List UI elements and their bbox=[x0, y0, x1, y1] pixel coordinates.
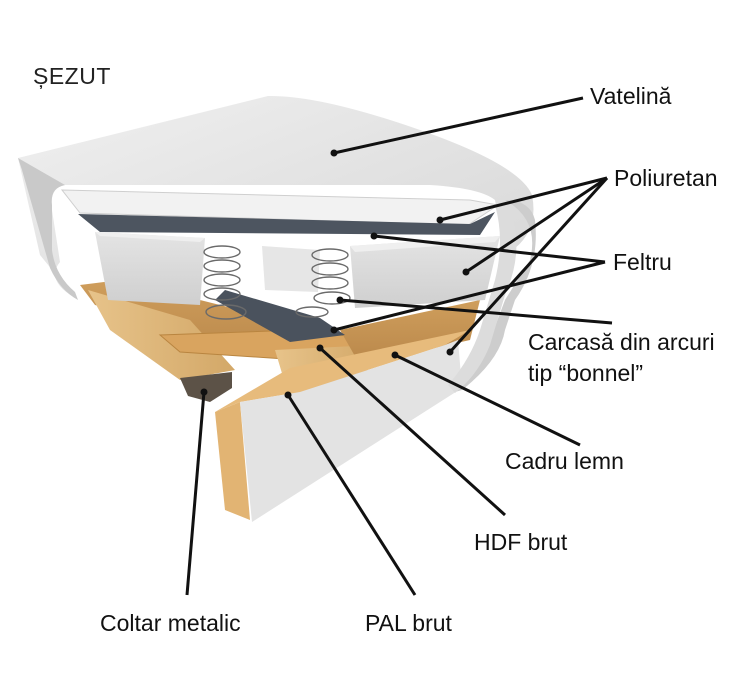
pin-poliuretan-1 bbox=[436, 216, 444, 224]
wood-frame-right bbox=[340, 300, 480, 365]
batting-top-surface bbox=[18, 95, 534, 298]
pal-board-edge-top bbox=[215, 330, 470, 412]
pin-carcasa bbox=[336, 296, 344, 304]
batting-right-flap bbox=[448, 205, 517, 393]
felt-upper-layer bbox=[78, 212, 495, 235]
pin-pal bbox=[284, 391, 292, 399]
label-poliuretan: Poliuretan bbox=[614, 165, 718, 191]
pin-poliuretan-2 bbox=[462, 268, 470, 276]
pin-poliuretan-3 bbox=[446, 348, 454, 356]
leader-lines bbox=[185, 96, 613, 596]
polyurethane-left-block bbox=[95, 232, 205, 305]
polyurethane-upper-layer bbox=[60, 189, 500, 226]
sofa-seat-illustration bbox=[18, 95, 536, 522]
polyurethane-right-block-top bbox=[350, 236, 500, 252]
polyurethane-center-block bbox=[262, 246, 320, 292]
pin-cadru-lemn bbox=[391, 351, 399, 359]
metal-corner-bracket bbox=[180, 372, 232, 402]
pin-hdf bbox=[316, 344, 324, 352]
pal-board-face bbox=[240, 340, 462, 522]
diagram-title: ȘEZUT bbox=[33, 63, 111, 89]
label-feltru: Feltru bbox=[613, 249, 672, 275]
pin-feltru-2 bbox=[330, 326, 338, 334]
label-vatelina: Vatelină bbox=[590, 83, 672, 109]
polyurethane-right-block bbox=[350, 236, 500, 308]
pal-board-edge-left bbox=[215, 402, 250, 520]
pin-vatelina bbox=[330, 149, 338, 157]
label-carcasa-line1: Carcasă din arcuri bbox=[528, 329, 715, 355]
label-carcasa-line2: tip “bonnel” bbox=[528, 360, 643, 386]
label-coltar-metalic: Coltar metalic bbox=[100, 610, 241, 636]
label-pal-brut: PAL brut bbox=[365, 610, 453, 636]
label-cadru-lemn: Cadru lemn bbox=[505, 448, 624, 474]
batting-left-side bbox=[18, 158, 78, 300]
batting-right-side bbox=[455, 200, 536, 392]
pin-feltru-1 bbox=[370, 232, 378, 240]
polyurethane-left-block-top bbox=[95, 232, 205, 242]
label-hdf-brut: HDF brut bbox=[474, 529, 568, 555]
bonnel-spring-unit bbox=[203, 245, 351, 320]
pin-coltar bbox=[200, 388, 208, 396]
felt-lower-layer bbox=[215, 290, 345, 342]
